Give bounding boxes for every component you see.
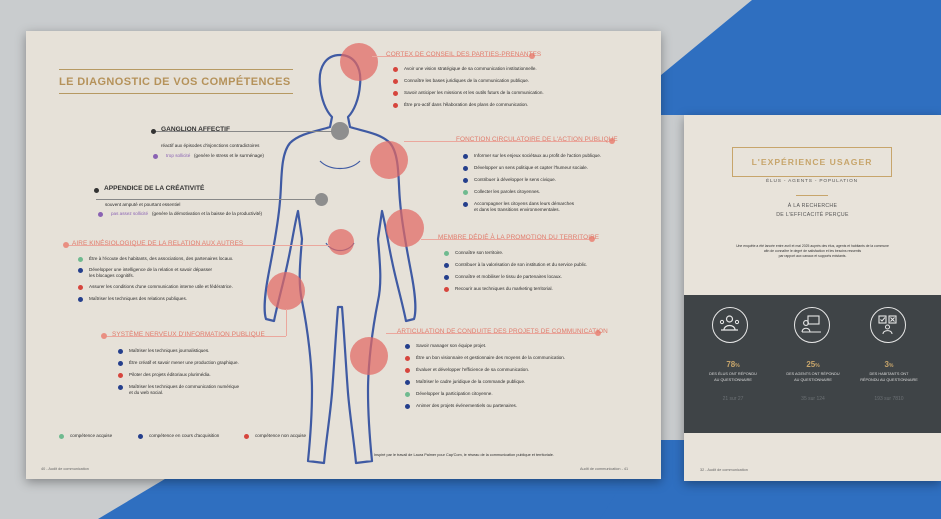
stat-elus-count: 21 sur 27 bbox=[722, 396, 744, 402]
systeme-line bbox=[104, 336, 286, 337]
ganglion-title: GANGLION AFFECTIF bbox=[161, 126, 230, 133]
articulation-line bbox=[386, 333, 598, 334]
cortex-marker bbox=[340, 43, 378, 81]
page-title: LE DIAGNOSTIC DE VOS COMPÉTENCES bbox=[59, 76, 291, 88]
meeting-icon bbox=[712, 307, 748, 343]
membre-line bbox=[421, 239, 591, 240]
appendice-title: APPENDICE DE LA CRÉATIVITÉ bbox=[104, 185, 205, 192]
credit-note: Inspiré par le travail de Laura Palmer p… bbox=[374, 453, 554, 457]
right-title: L'EXPÉRIENCE USAGER bbox=[751, 157, 873, 167]
legend-in-progress: compétence en cours d'acquisition bbox=[149, 433, 220, 438]
stat-habitants-count: 193 sur 7810 bbox=[874, 396, 904, 402]
right-subtitle: ÉLUS - AGENTS - POPULATION bbox=[766, 179, 858, 184]
human-body-outline bbox=[263, 53, 417, 465]
title-box bbox=[732, 147, 892, 177]
stat-habitants-pct: 3% bbox=[884, 360, 894, 369]
footer-right: Audit de communication - 41 bbox=[580, 467, 629, 471]
right-footer: 32 - Audit de communication bbox=[700, 468, 748, 472]
right-page: L'EXPÉRIENCE USAGER ÉLUS - AGENTS - POPU… bbox=[684, 115, 941, 481]
left-spread: LE DIAGNOSTIC DE VOS COMPÉTENCES GANGLIO… bbox=[26, 31, 661, 479]
presentation-icon bbox=[794, 307, 830, 343]
survey-icon bbox=[870, 307, 906, 343]
fonction-line bbox=[404, 141, 612, 142]
articulation-marker bbox=[350, 337, 388, 375]
stat-agents-count: 35 sur 124 bbox=[801, 396, 825, 402]
legend-not-acquired: compétence non acquise bbox=[255, 433, 307, 438]
systeme-marker bbox=[267, 272, 305, 310]
cortex-line bbox=[372, 56, 532, 57]
membre-marker bbox=[386, 209, 424, 247]
aire-marker bbox=[328, 229, 354, 255]
fonction-title: FONCTION CIRCULATOIRE DE L'ACTION PUBLIQ… bbox=[456, 136, 618, 143]
footer-left: 40 - Audit de communication bbox=[41, 467, 89, 471]
stat-elus-pct: 78% bbox=[726, 360, 740, 369]
articulation-title: ARTICULATION DE CONDUITE DES PROJETS DE … bbox=[397, 328, 608, 335]
legend-acquired-dot bbox=[59, 434, 64, 439]
membre-title: MEMBRE DÉDIÉ À LA PROMOTION DU TERRITOIR… bbox=[438, 234, 600, 241]
ganglion-line bbox=[154, 131, 332, 132]
legend-in-progress-dot bbox=[138, 434, 143, 439]
cortex-title: CORTEX DE CONSEIL DES PARTIES-PRENANTES bbox=[386, 51, 542, 58]
fonction-marker bbox=[370, 141, 408, 179]
appendice-line bbox=[96, 199, 316, 200]
ganglion-marker bbox=[331, 122, 349, 140]
legend-not-acquired-dot bbox=[244, 434, 249, 439]
aire-line bbox=[66, 245, 330, 246]
appendice-marker bbox=[315, 193, 328, 206]
aire-title: AIRE KINÉSIOLOGIQUE DE LA RELATION AUX A… bbox=[72, 240, 244, 247]
systeme-title: SYSTÈME NERVEUX D'INFORMATION PUBLIQUE bbox=[112, 331, 265, 338]
stat-agents-pct: 25% bbox=[806, 360, 820, 369]
legend-acquired: compétence acquise bbox=[70, 433, 113, 438]
